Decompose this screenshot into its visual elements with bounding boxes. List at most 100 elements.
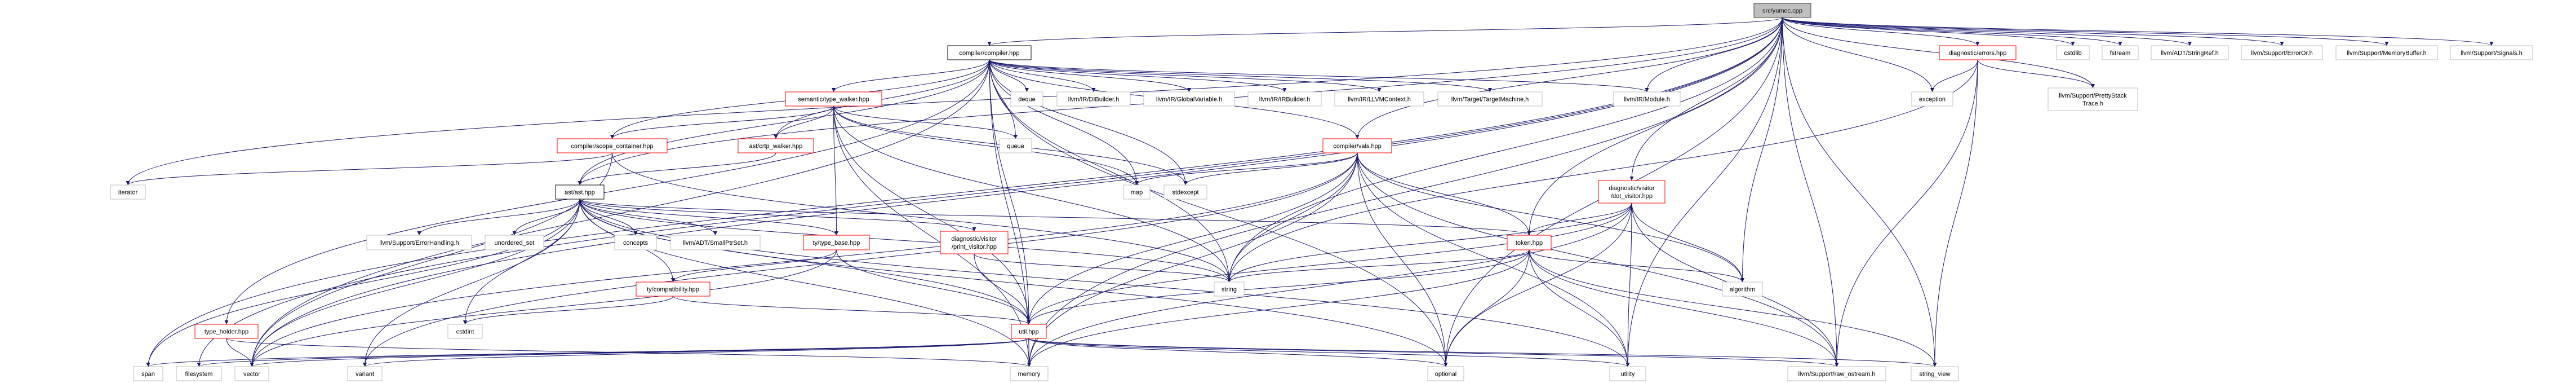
node-stringref[interactable]: llvm/ADT/StringRef.h [2151,45,2229,60]
node-print_visitor[interactable]: diagnostic/visitor/print_visitor.hpp [940,231,1009,254]
node-type_base[interactable]: ty/type_base.hpp [803,235,870,250]
node-irbuilder[interactable]: llvm/IR/IRBuilder.h [1247,91,1322,107]
node-globalvariable[interactable]: llvm/IR/GlobalVariable.h [1143,91,1235,107]
node-compiler[interactable]: compiler/compiler.hpp [947,45,1032,60]
node-label: deque [1018,96,1036,103]
node-util[interactable]: util.hpp [1011,324,1047,339]
node-label: llvm/IR/Module.h [1624,96,1670,103]
node-label: algorithm [1730,287,1755,293]
node-errorhandling[interactable]: llvm/Support/ErrorHandling.h [366,235,472,250]
node-type_holder[interactable]: type_holder.hpp [194,324,259,339]
node-token[interactable]: token.hpp [1507,235,1552,250]
node-label: ty/type_base.hpp [813,240,860,246]
node-errors[interactable]: diagnostic/errors.hpp [1939,45,2017,60]
node-dibuilder[interactable]: llvm/IR/DIBuilder.h [1056,91,1131,107]
node-unordered_set[interactable]: unordered_set [485,235,544,250]
edge-scope_container-to-iterator [126,152,612,186]
node-label: ast/crtp_walker.hpp [749,143,803,150]
node-signals[interactable]: llvm/Support/Signals.h [2450,45,2533,60]
node-label: cstdlib [2064,50,2081,57]
edge-dot_visitor-to-optional [1444,202,1632,367]
node-algorithm[interactable]: algorithm [1722,281,1763,297]
node-box [2048,87,2138,111]
node-box [1911,366,1959,381]
node-label: utility [1620,371,1635,378]
node-iterator[interactable]: iterator [110,184,146,200]
node-label: unordered_set [495,240,535,246]
node-box [2151,45,2229,60]
node-label: llvm/IR/IRBuilder.h [1259,96,1310,103]
node-label: llvm/IR/GlobalVariable.h [1156,96,1222,103]
node-map[interactable]: map [1123,184,1151,200]
edge-compiler-to-string [989,59,1231,283]
node-exception[interactable]: exception [1911,91,1953,107]
edge-compatibility-to-cstdint [463,296,673,325]
node-deque[interactable]: deque [1010,91,1043,107]
node-type_walker[interactable]: semantic/type_walker.hpp [785,91,882,107]
node-label: util.hpp [1019,329,1038,336]
node-box [785,91,882,107]
node-vector[interactable]: vector [234,366,269,381]
node-span[interactable]: span [133,366,163,381]
node-targetmachine[interactable]: llvm/Target/TargetMachine.h [1437,91,1543,107]
node-string[interactable]: string [1214,281,1245,297]
node-label: llvm/ADT/SmallPtrSet.h [683,240,748,246]
node-label: vector [243,371,260,378]
edge-vals-to-map [1135,152,1358,186]
edge-vals-to-util [1027,152,1358,325]
node-stdexcept[interactable]: stdexcept [1163,184,1207,200]
node-raw_ostream[interactable]: llvm/Support/raw_ostream.h [1787,366,1886,381]
node-filesystem[interactable]: filesystem [176,366,222,381]
node-label: /print_visitor.hpp [952,244,997,250]
node-llvmcontext[interactable]: llvm/IR/LLVMContext.h [1334,91,1424,107]
edge-ast-to-string [579,199,1231,283]
edge-ast-to-span [146,199,580,367]
node-module[interactable]: llvm/IR/Module.h [1613,91,1681,107]
node-crtp_walker[interactable]: ast/crtp_walker.hpp [738,138,814,153]
node-yumec[interactable]: src/yumec.cpp [1753,3,1811,18]
node-box [1056,91,1131,107]
edge-token-to-utility [1529,249,1630,367]
node-concepts[interactable]: concepts [614,235,657,250]
node-memory[interactable]: memory [1010,366,1049,381]
node-label: stdexcept [1172,190,1198,196]
node-label: ast/ast.hpp [565,190,595,196]
edge-compiler-to-type_holder [224,59,990,325]
node-label: llvm/Support/ErrorHandling.h [379,240,459,246]
node-box [2335,45,2438,60]
edge-type_walker-to-memory [833,105,1031,367]
edge-vals-to-stdexcept [1183,152,1358,186]
node-box [1613,91,1681,107]
node-box [670,235,761,250]
edge-errors-to-exception [1930,59,1978,93]
node-scope_container[interactable]: compiler/scope_container.hpp [557,138,668,153]
node-fstream[interactable]: fstream [2102,45,2139,60]
edge-ast-to-type_base [579,199,838,236]
node-utility[interactable]: utility [1609,366,1646,381]
node-cstdint[interactable]: cstdint [447,324,483,339]
node-label: string [1222,287,1237,293]
node-memorybuffer[interactable]: llvm/Support/MemoryBuffer.h [2335,45,2438,60]
node-variant[interactable]: variant [347,366,383,381]
node-box [234,366,269,381]
edge-ast-to-variant [363,199,580,367]
node-queue[interactable]: queue [999,138,1032,153]
node-smallptrset[interactable]: llvm/ADT/SmallPtrSet.h [670,235,761,250]
node-ast[interactable]: ast/ast.hpp [555,184,605,200]
node-box [1722,281,1763,297]
node-compatibility[interactable]: ty/compatibility.hpp [636,281,710,297]
node-string_view[interactable]: string_view [1911,366,1959,381]
node-dot_visitor[interactable]: diagnostic/visitor/dot_visitor.hpp [1598,180,1665,204]
node-label: semantic/type_walker.hpp [798,96,869,103]
node-optional[interactable]: optional [1427,366,1464,381]
node-cstdlib[interactable]: cstdlib [2056,45,2090,60]
node-vals[interactable]: compiler/vals.hpp [1322,138,1392,153]
edge-vals-to-string [1227,152,1358,283]
edge-ast-to-vector [250,199,580,367]
edge-yumec-to-module [1645,17,1783,93]
node-box [614,235,657,250]
node-label: diagnostic/visitor [951,236,997,243]
node-erroror[interactable]: llvm/Support/ErrorOr.h [2241,45,2323,60]
edge-ast-to-util [579,199,1031,325]
